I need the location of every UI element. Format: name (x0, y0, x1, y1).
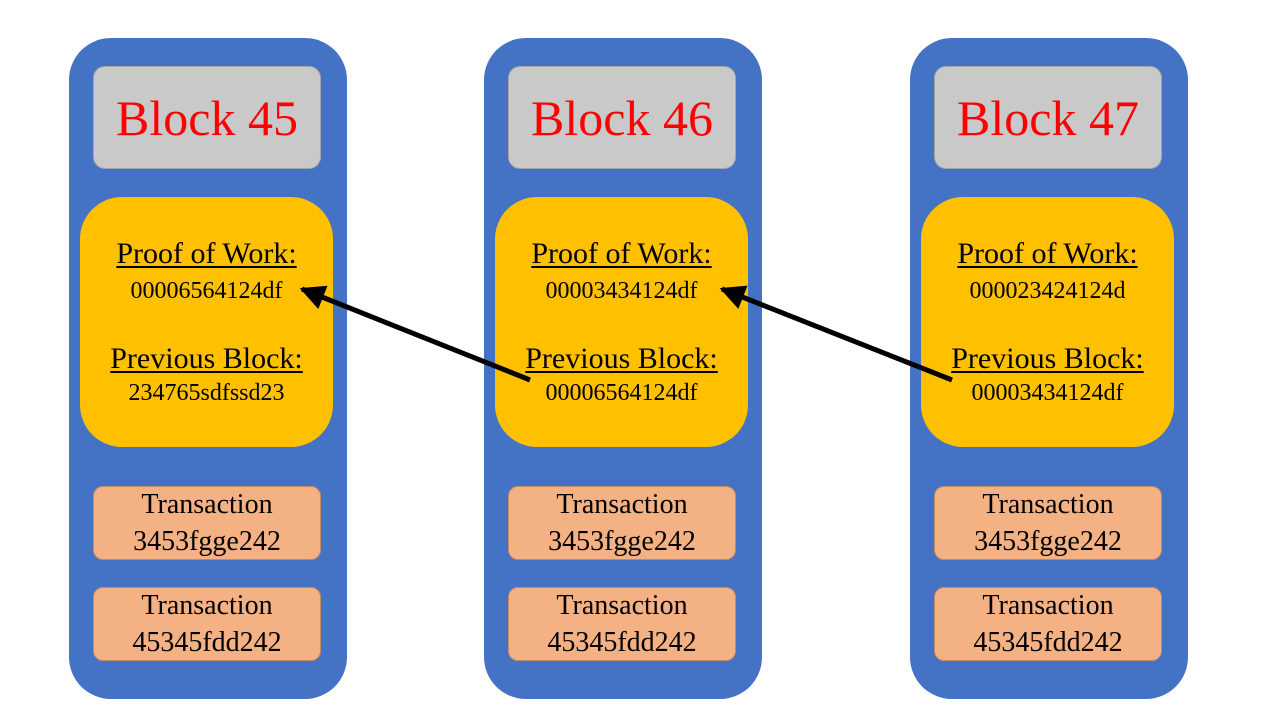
transaction-id: 3453fgge242 (548, 526, 696, 557)
block-header: Proof of Work: 000023424124d Previous Bl… (921, 197, 1174, 447)
block-47: Block 47 Proof of Work: 000023424124d Pr… (910, 38, 1188, 699)
block-45: Block 45 Proof of Work: 00006564124df Pr… (69, 38, 347, 699)
transaction-box: Transaction 3453fgge242 (934, 486, 1162, 560)
block-title: Block 45 (116, 89, 298, 146)
block-46: Block 46 Proof of Work: 00003434124df Pr… (484, 38, 762, 699)
transaction-box: Transaction 45345fdd242 (93, 587, 321, 661)
proof-of-work-label: Proof of Work: (957, 237, 1138, 270)
block-title-box: Block 45 (93, 66, 321, 169)
block-header: Proof of Work: 00003434124df Previous Bl… (495, 197, 748, 447)
block-title: Block 46 (531, 89, 713, 146)
block-title: Block 47 (957, 89, 1139, 146)
transaction-label: Transaction (556, 590, 688, 621)
transaction-label: Transaction (141, 590, 273, 621)
transaction-box: Transaction 3453fgge242 (508, 486, 736, 560)
transaction-id: 3453fgge242 (974, 526, 1122, 557)
proof-of-work-label: Proof of Work: (531, 237, 712, 270)
transaction-id: 45345fdd242 (547, 627, 697, 658)
previous-block-value: 234765sdfssd23 (128, 380, 285, 406)
block-header: Proof of Work: 00006564124df Previous Bl… (80, 197, 333, 447)
transaction-box: Transaction 3453fgge242 (93, 486, 321, 560)
previous-block-value: 00003434124df (971, 380, 1124, 406)
proof-of-work-value: 00006564124df (130, 278, 283, 304)
previous-block-label: Previous Block: (110, 342, 303, 375)
block-title-box: Block 46 (508, 66, 736, 169)
proof-of-work-value: 00003434124df (545, 278, 698, 304)
transaction-id: 45345fdd242 (132, 627, 282, 658)
transaction-box: Transaction 45345fdd242 (934, 587, 1162, 661)
transaction-label: Transaction (982, 489, 1114, 520)
transaction-box: Transaction 45345fdd242 (508, 587, 736, 661)
transaction-label: Transaction (982, 590, 1114, 621)
proof-of-work-value: 000023424124d (969, 278, 1126, 304)
proof-of-work-label: Proof of Work: (116, 237, 297, 270)
transaction-id: 3453fgge242 (133, 526, 281, 557)
transaction-id: 45345fdd242 (973, 627, 1123, 658)
previous-block-label: Previous Block: (951, 342, 1144, 375)
block-title-box: Block 47 (934, 66, 1162, 169)
transaction-label: Transaction (141, 489, 273, 520)
transaction-label: Transaction (556, 489, 688, 520)
previous-block-value: 00006564124df (545, 380, 698, 406)
previous-block-label: Previous Block: (525, 342, 718, 375)
